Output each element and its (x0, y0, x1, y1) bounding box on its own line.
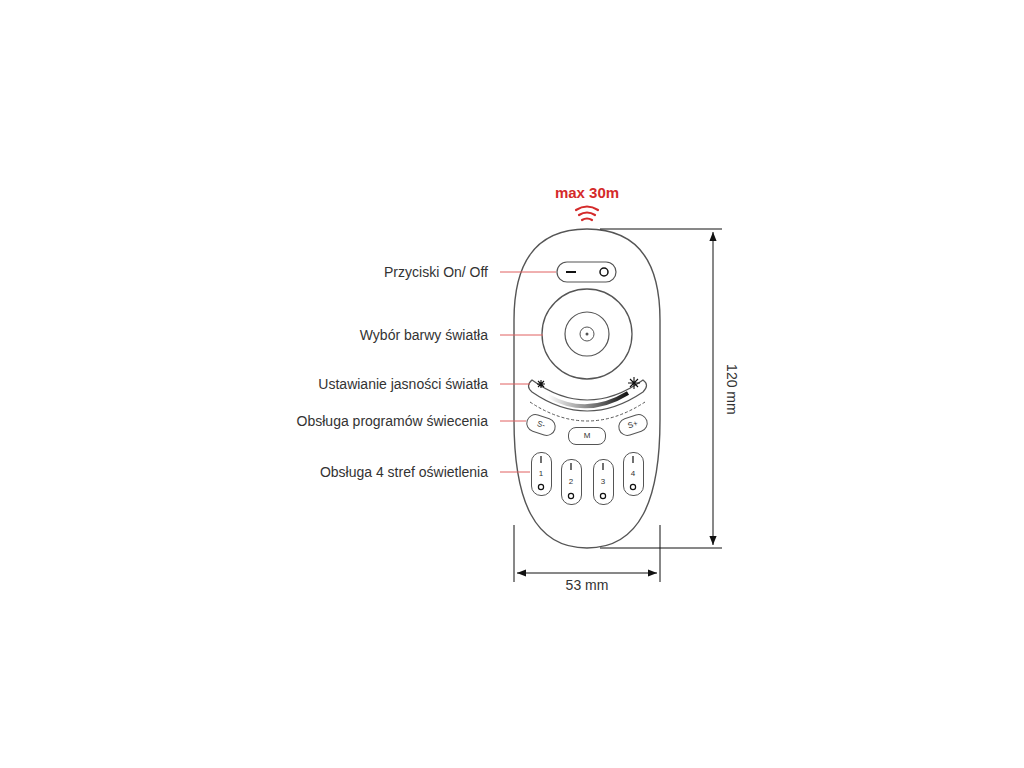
dimension-label: 53 mm (566, 577, 609, 594)
callout-label: Przyciski On/ Off (384, 264, 488, 281)
callout-label: Obsługa programów świecenia (297, 413, 488, 430)
button-text: S- (536, 420, 546, 430)
dimension-label: 120 mm (723, 364, 740, 415)
button-text: 2 (569, 478, 573, 486)
button-text: S+ (627, 420, 639, 431)
zone-button: 1 (531, 452, 552, 496)
range-label: max 30m (555, 184, 619, 202)
callout-label: Obsługa 4 stref oświetlenia (320, 464, 488, 481)
button-text: 3 (601, 478, 605, 486)
program-button: M (568, 427, 606, 445)
callout-label: Wybór barwy światła (360, 327, 488, 344)
callout-label: Ustawianie jasności światła (318, 376, 488, 393)
zone-button: 3 (593, 459, 614, 505)
button-text: M (584, 432, 591, 440)
button-text: 4 (631, 470, 635, 478)
button-text: 1 (539, 470, 543, 478)
zone-button: 4 (623, 452, 644, 496)
zone-button: 2 (561, 459, 582, 505)
